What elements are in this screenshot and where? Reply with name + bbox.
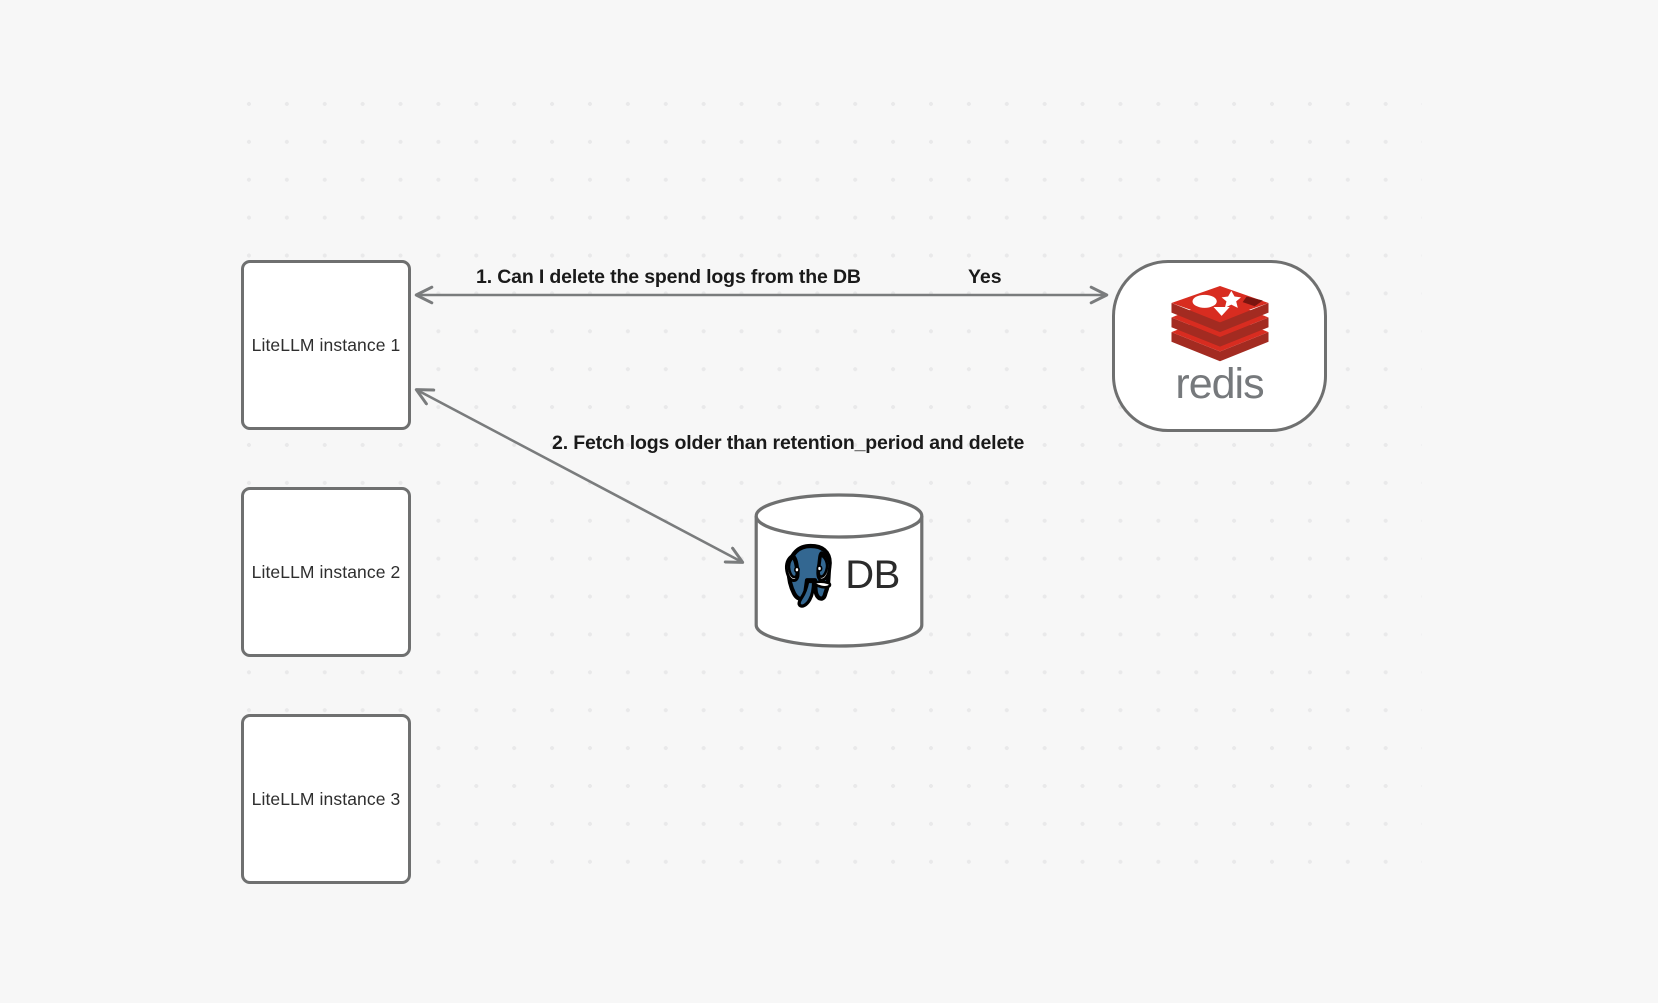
node-litellm-instance-1-label: LiteLLM instance 1 xyxy=(251,334,401,355)
node-litellm-instance-3-label: LiteLLM instance 3 xyxy=(251,788,401,809)
node-litellm-instance-3[interactable]: LiteLLM instance 3 xyxy=(241,714,411,884)
edge-label-fetch-logs-older-than-retention-period: 2. Fetch logs older than retention_perio… xyxy=(552,432,1025,454)
node-database[interactable]: DB xyxy=(753,493,925,648)
redis-logo-icon xyxy=(1170,286,1269,362)
db-node-content: DB xyxy=(753,533,925,617)
node-litellm-instance-1[interactable]: LiteLLM instance 1 xyxy=(241,260,411,430)
node-redis[interactable]: redis xyxy=(1112,260,1327,432)
node-litellm-instance-2-label: LiteLLM instance 2 xyxy=(251,561,401,582)
node-litellm-instance-2[interactable]: LiteLLM instance 2 xyxy=(241,487,411,657)
db-label: DB xyxy=(845,553,900,597)
redis-wordmark-label: redis xyxy=(1175,360,1264,408)
edge-label-can-i-delete-spend-logs: 1. Can I delete the spend logs from the … xyxy=(476,266,861,288)
edge-litellm1-db xyxy=(414,388,745,564)
edge-label-yes: Yes xyxy=(968,266,1002,288)
postgresql-elephant-icon xyxy=(785,543,833,608)
